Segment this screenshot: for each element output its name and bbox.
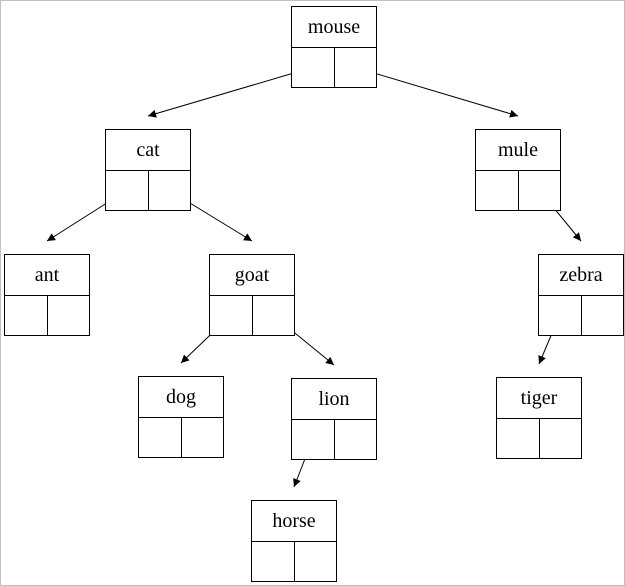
node-goat-right-pointer-cell (253, 296, 295, 335)
node-lion-left-pointer-cell (292, 420, 335, 459)
node-pointer-row-zebra (539, 296, 623, 335)
tree-edge-mouse-cat (147, 67, 313, 118)
node-mule-right-pointer-cell (519, 171, 561, 210)
node-horse-right-pointer-cell (295, 542, 337, 581)
node-dog-left-pointer-cell (139, 418, 182, 457)
tree-node-mouse: mouse (291, 6, 377, 88)
node-pointer-row-goat (210, 296, 294, 335)
node-pointer-row-lion (292, 420, 376, 459)
node-label-goat: goat (210, 255, 294, 296)
node-cat-left-pointer-cell (106, 171, 149, 210)
node-pointer-row-mouse (292, 48, 376, 87)
tree-node-mule: mule (475, 129, 561, 211)
node-cat-right-pointer-cell (149, 171, 191, 210)
node-label-tiger: tiger (497, 378, 581, 419)
tree-node-ant: ant (4, 254, 90, 336)
node-label-mouse: mouse (292, 7, 376, 48)
node-pointer-row-ant (5, 296, 89, 335)
node-pointer-row-cat (106, 171, 190, 210)
tree-node-cat: cat (105, 129, 191, 211)
node-ant-right-pointer-cell (48, 296, 90, 335)
node-label-horse: horse (252, 501, 336, 542)
node-mouse-right-pointer-cell (335, 48, 377, 87)
node-mule-left-pointer-cell (476, 171, 519, 210)
node-tiger-right-pointer-cell (540, 419, 582, 458)
node-dog-right-pointer-cell (182, 418, 224, 457)
tree-node-lion: lion (291, 378, 377, 460)
node-mouse-left-pointer-cell (292, 48, 335, 87)
node-label-ant: ant (5, 255, 89, 296)
node-zebra-left-pointer-cell (539, 296, 582, 335)
tree-edge-mouse-mule (355, 67, 519, 118)
node-lion-right-pointer-cell (335, 420, 377, 459)
node-label-cat: cat (106, 130, 190, 171)
node-tiger-left-pointer-cell (497, 419, 540, 458)
tree-node-zebra: zebra (538, 254, 624, 336)
node-pointer-row-mule (476, 171, 560, 210)
node-zebra-right-pointer-cell (582, 296, 624, 335)
node-horse-left-pointer-cell (252, 542, 295, 581)
node-label-zebra: zebra (539, 255, 623, 296)
node-pointer-row-horse (252, 542, 336, 581)
node-ant-left-pointer-cell (5, 296, 48, 335)
node-label-mule: mule (476, 130, 560, 171)
tree-node-horse: horse (251, 500, 337, 582)
node-label-lion: lion (292, 379, 376, 420)
tree-node-tiger: tiger (496, 377, 582, 459)
tree-node-dog: dog (138, 376, 224, 458)
node-label-dog: dog (139, 377, 223, 418)
node-pointer-row-dog (139, 418, 223, 457)
tree-node-goat: goat (209, 254, 295, 336)
node-pointer-row-tiger (497, 419, 581, 458)
node-goat-left-pointer-cell (210, 296, 253, 335)
